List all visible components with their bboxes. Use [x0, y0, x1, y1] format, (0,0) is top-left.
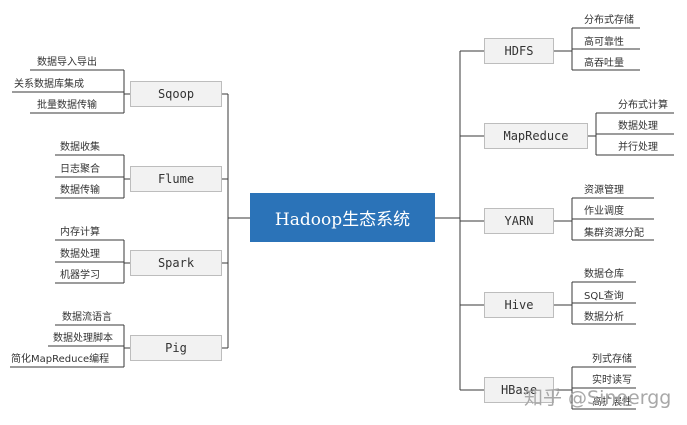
leaf-hbase-3: 高扩展性 — [592, 397, 632, 408]
leaf-hive-2: SQL查询 — [584, 291, 624, 302]
node-hbase[interactable]: HBase — [484, 377, 554, 403]
leaf-mapreduce-1: 分布式计算 — [618, 100, 668, 111]
node-pig[interactable]: Pig — [130, 335, 222, 361]
leaf-hdfs-3: 高吞吐量 — [584, 58, 624, 69]
leaf-pig-2: 数据处理脚本 — [53, 333, 113, 344]
leaf-pig-3: 简化MapReduce编程 — [11, 354, 110, 365]
leaf-sqoop-1: 数据导入导出 — [37, 57, 97, 68]
node-hdfs[interactable]: HDFS — [484, 38, 554, 64]
watermark: 知乎 @Sinoergg — [524, 387, 672, 409]
leaf-hdfs-2: 高可靠性 — [584, 37, 624, 48]
node-spark[interactable]: Spark — [130, 250, 222, 276]
leaf-spark-2: 数据处理 — [60, 249, 100, 260]
center-node[interactable]: Hadoop生态系统 — [250, 193, 435, 242]
leaf-hbase-2: 实时读写 — [592, 375, 632, 386]
leaf-flume-3: 数据传输 — [60, 185, 100, 196]
leaf-yarn-1: 资源管理 — [584, 185, 624, 196]
leaf-hdfs-1: 分布式存储 — [584, 15, 634, 26]
leaf-hive-3: 数据分析 — [584, 312, 624, 323]
leaf-mapreduce-2: 数据处理 — [618, 121, 658, 132]
leaf-flume-1: 数据收集 — [60, 142, 100, 153]
leaf-sqoop-3: 批量数据传输 — [37, 100, 97, 111]
leaf-yarn-2: 作业调度 — [584, 206, 624, 217]
node-yarn[interactable]: YARN — [484, 208, 554, 234]
node-hive[interactable]: Hive — [484, 292, 554, 318]
leaf-yarn-3: 集群资源分配 — [584, 228, 644, 239]
leaf-hbase-1: 列式存储 — [592, 354, 632, 365]
leaf-mapreduce-3: 并行处理 — [618, 142, 658, 153]
node-flume[interactable]: Flume — [130, 166, 222, 192]
node-sqoop[interactable]: Sqoop — [130, 81, 222, 107]
leaf-spark-3: 机器学习 — [60, 270, 100, 281]
leaf-sqoop-2: 关系数据库集成 — [14, 79, 84, 90]
leaf-pig-1: 数据流语言 — [62, 312, 112, 323]
leaf-hive-1: 数据仓库 — [584, 269, 624, 280]
node-mapreduce[interactable]: MapReduce — [484, 123, 588, 149]
leaf-flume-2: 日志聚合 — [60, 164, 100, 175]
leaf-spark-1: 内存计算 — [60, 227, 100, 238]
